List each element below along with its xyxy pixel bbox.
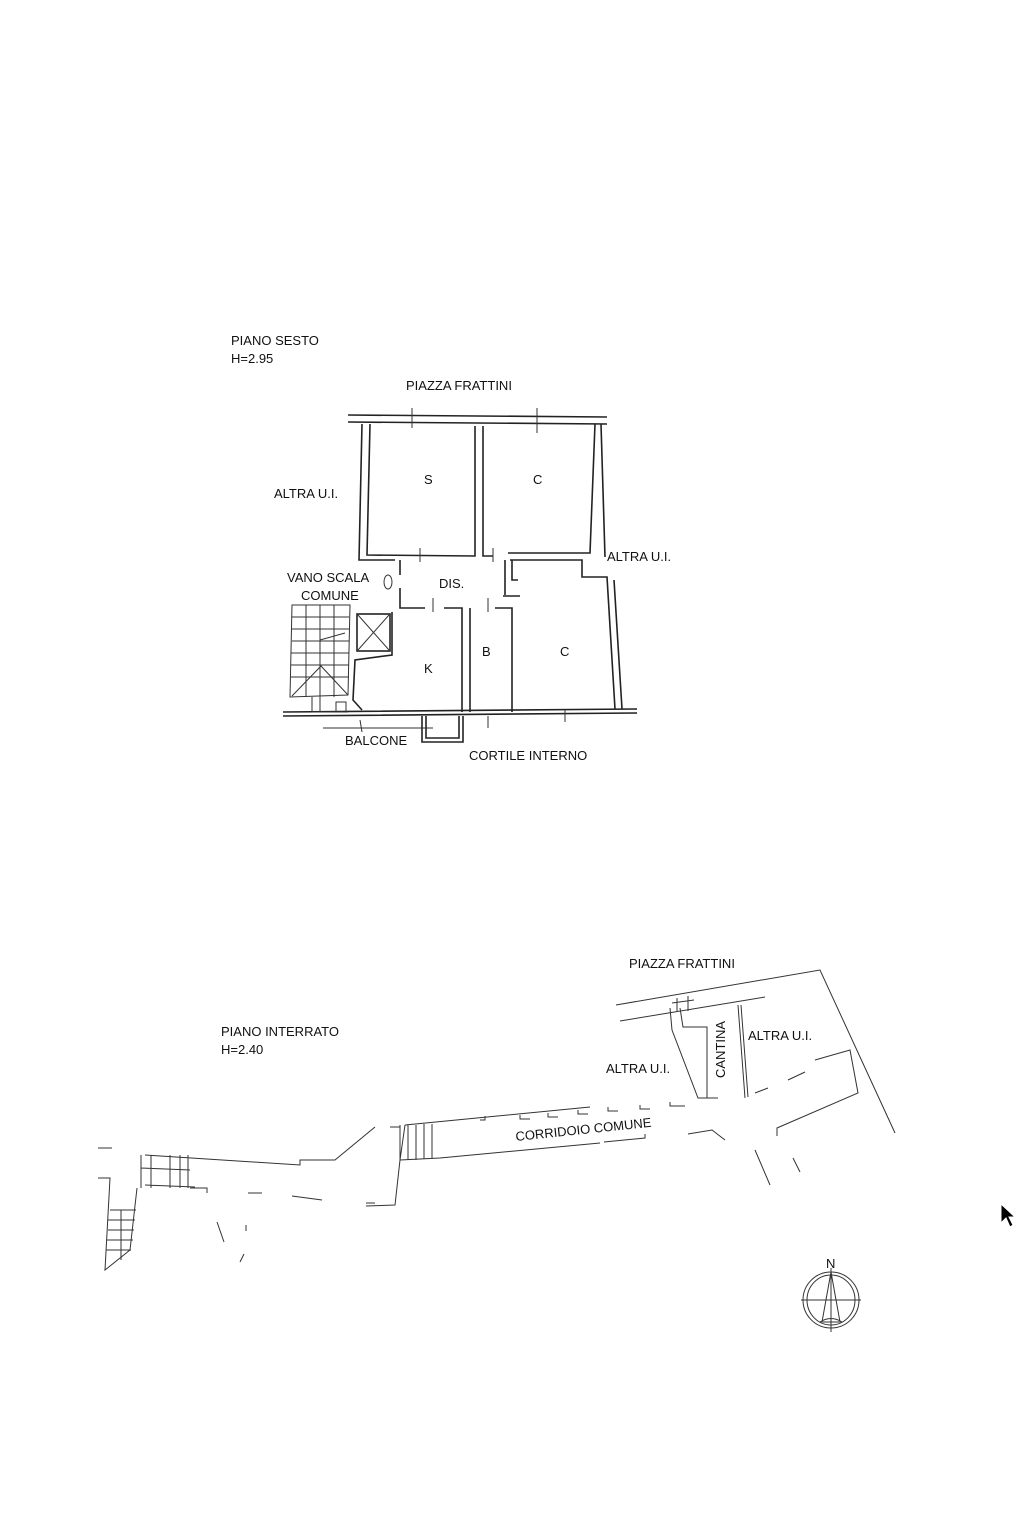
upper-plan-height: H=2.95 — [231, 351, 273, 366]
room-label-dis: DIS. — [439, 576, 464, 591]
north-compass-icon: N — [801, 1256, 861, 1332]
lower-floor-plan: PIANO INTERRATO H=2.40 PIAZZA FRATTINI A… — [98, 956, 896, 1272]
upper-street-label: PIAZZA FRATTINI — [406, 378, 512, 393]
stair-label-1: VANO SCALA — [287, 570, 369, 585]
balcony-label: BALCONE — [345, 733, 407, 748]
lower-right-neighbor: ALTRA U.I. — [748, 1028, 812, 1043]
lower-plan-title: PIANO INTERRATO — [221, 1024, 339, 1039]
courtyard-label: CORTILE INTERNO — [469, 748, 587, 763]
lower-street-label: PIAZZA FRATTINI — [629, 956, 735, 971]
upper-left-neighbor: ALTRA U.I. — [274, 486, 338, 501]
room-label-k: K — [424, 661, 433, 676]
upper-staircase — [289, 604, 351, 713]
room-label-c2: C — [560, 644, 569, 659]
room-label-b: B — [482, 644, 491, 659]
compass-north-label: N — [826, 1256, 835, 1271]
room-label-s: S — [424, 472, 433, 487]
stair-label-2: COMUNE — [301, 588, 359, 603]
upper-plan-title: PIANO SESTO — [231, 333, 319, 348]
cellar-label: CANTINA — [713, 1021, 728, 1078]
upper-floor-plan: PIANO SESTO H=2.95 PIAZZA FRATTINI ALTRA… — [231, 333, 671, 763]
lower-left-neighbor: ALTRA U.I. — [606, 1061, 670, 1076]
room-label-c1: C — [533, 472, 542, 487]
upper-right-neighbor: ALTRA U.I. — [607, 549, 671, 564]
lower-plan-height: H=2.40 — [221, 1042, 263, 1057]
